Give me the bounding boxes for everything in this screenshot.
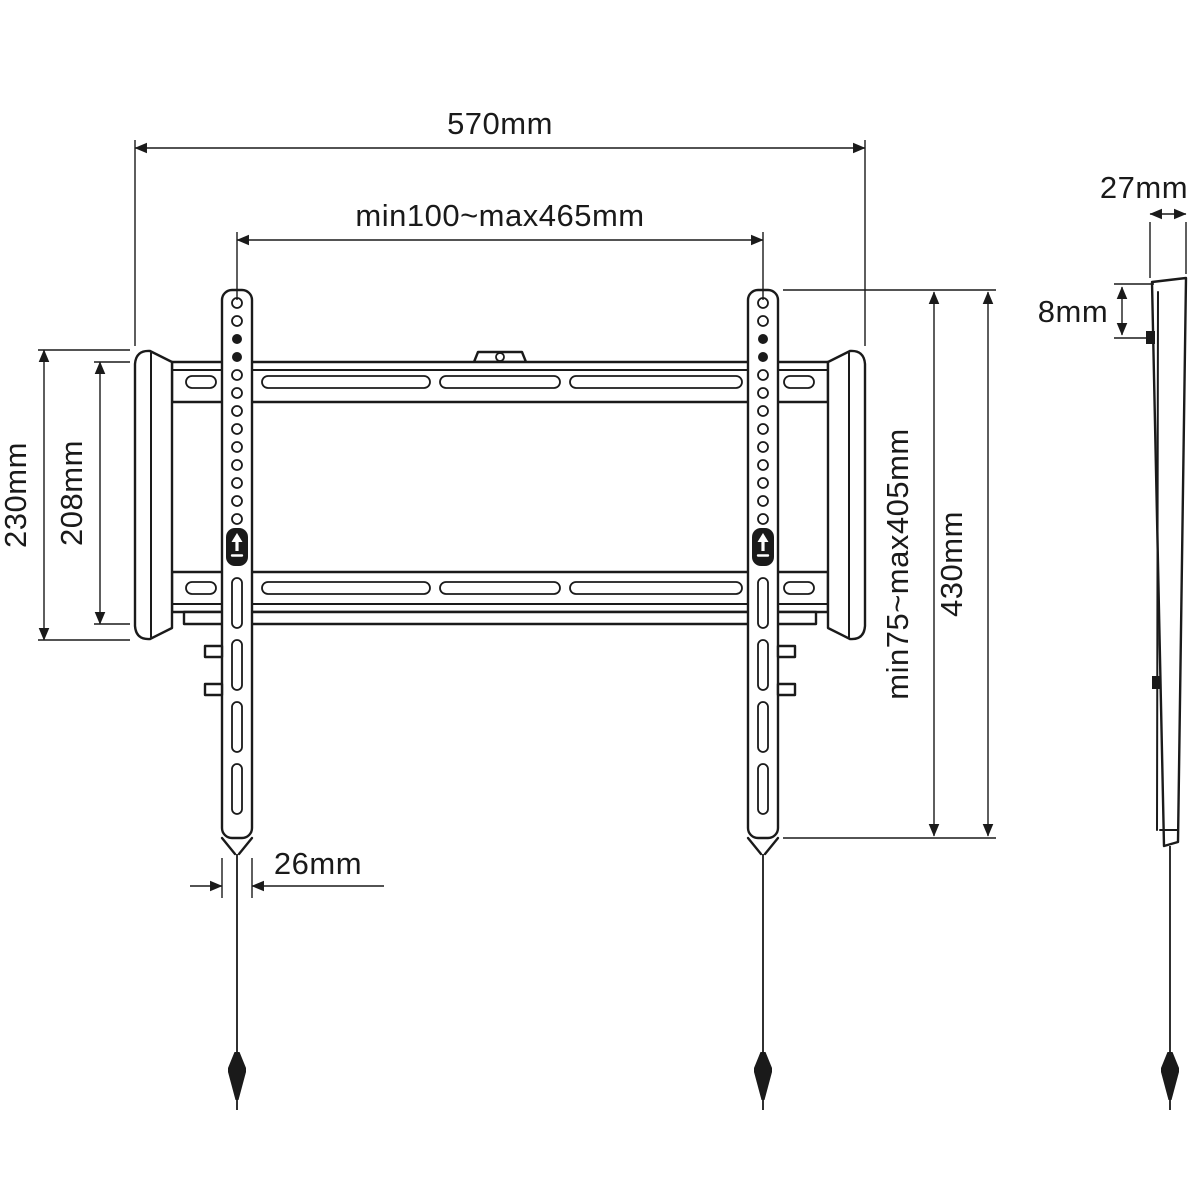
dimension-rail-height: 430mm: [783, 289, 996, 839]
dimension-vesa-height-label: min75~max405mm: [880, 428, 915, 699]
dimension-rail-width-label: 26mm: [274, 846, 362, 881]
dimension-wall-offset: 8mm: [1038, 283, 1154, 339]
dimension-rail-height-label: 430mm: [934, 511, 969, 617]
dimension-vesa-width-label: min100~max465mm: [355, 198, 644, 233]
dimension-depth: 27mm: [1100, 170, 1188, 278]
dimension-depth-label: 27mm: [1100, 170, 1188, 205]
dimension-overall-width: 570mm: [134, 106, 866, 346]
front-view: [133, 288, 867, 1110]
side-profile: [1150, 276, 1188, 848]
center-tab-hole: [495, 352, 505, 362]
wall-hook-bottom: [1152, 676, 1161, 689]
left-end-cap: [133, 349, 174, 641]
dimension-wall-offset-label: 8mm: [1038, 294, 1108, 329]
plumb-bob: [1161, 1052, 1179, 1110]
vesa-rail-left: [203, 288, 254, 1110]
dimension-rail-width: 26mm: [190, 846, 384, 898]
bottom-strip: [182, 610, 818, 626]
horizontal-brackets: [133, 349, 867, 641]
vesa-rail-right: [746, 288, 797, 1110]
plumb-bob: [754, 1052, 772, 1110]
lock-latch: [226, 528, 248, 566]
plumb-bob: [228, 1052, 246, 1110]
dimension-vesa-height: min75~max405mm: [880, 291, 940, 837]
dimension-overall-width-label: 570mm: [447, 106, 553, 141]
wall-hook-top: [1146, 331, 1155, 344]
dimension-bracket-inner-height-label: 208mm: [54, 440, 89, 546]
dimension-vesa-width: min100~max465mm: [236, 198, 764, 300]
dimension-bracket-outer-height-label: 230mm: [0, 442, 33, 548]
lock-latch: [752, 528, 774, 566]
dimension-bracket-outer-height: 230mm: [0, 349, 130, 641]
side-view: [1146, 276, 1188, 1110]
dimension-bracket-inner-height: 208mm: [54, 361, 130, 625]
right-end-cap: [826, 349, 867, 641]
